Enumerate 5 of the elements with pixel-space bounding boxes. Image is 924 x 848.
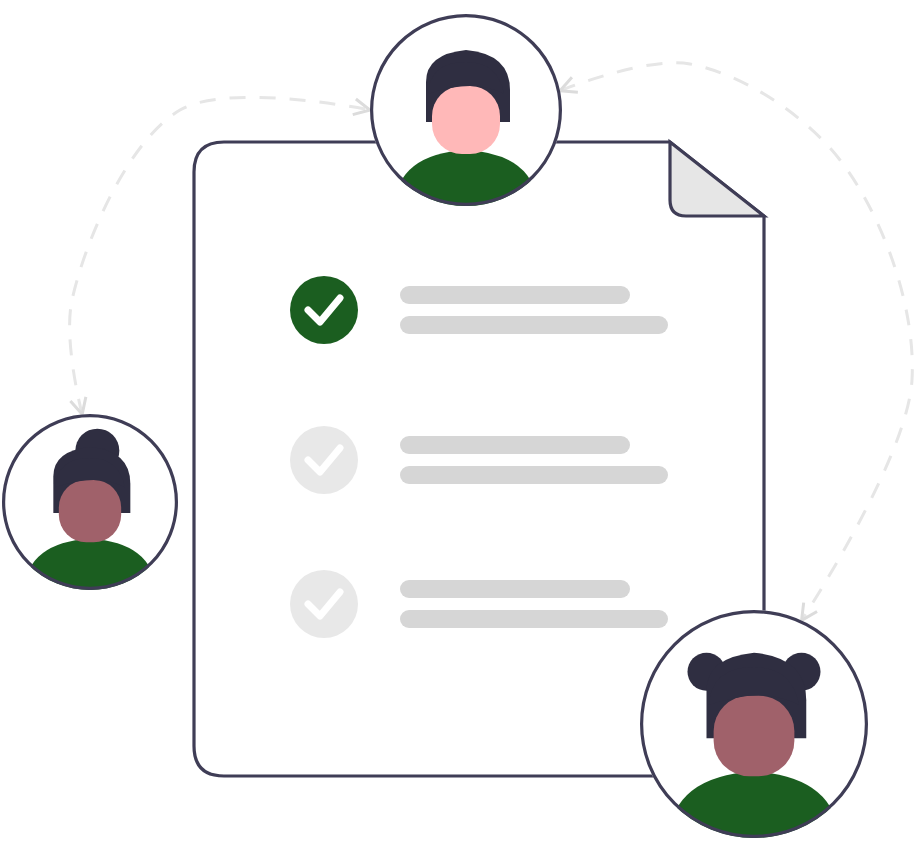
dashed-arrow [558, 61, 914, 622]
person-avatar [368, 12, 564, 208]
person-avatar [0, 412, 180, 592]
dashed-arrow [68, 95, 372, 416]
person-avatar [638, 608, 870, 840]
